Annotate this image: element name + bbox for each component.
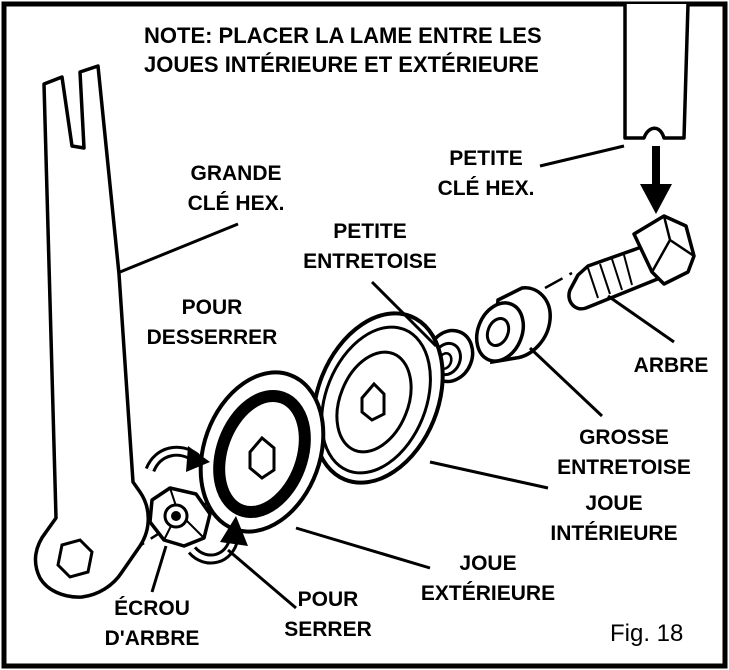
label-grande-cle-2: CLÉ HEX. — [188, 192, 285, 215]
large-wrench-hex-opening — [56, 538, 94, 579]
labels: NOTE: PLACER LA LAME ENTRE LES JOUES INT… — [105, 23, 709, 650]
label-ecrou-2: D'ARBRE — [105, 627, 200, 650]
leader-grande-cle — [119, 222, 239, 274]
note-line-1: NOTE: PLACER LA LAME ENTRE LES — [144, 23, 542, 48]
label-grosse-entretoise-2: ENTRETOISE — [557, 456, 691, 479]
leader-joue-exterieure — [295, 526, 431, 570]
label-pour-serrer-2: SERRER — [284, 618, 372, 641]
label-joue-interieure-1: JOUE — [585, 492, 642, 515]
leader-arbre — [607, 294, 675, 344]
leader-joue-interieure — [429, 460, 549, 490]
leader-ecrou — [150, 545, 168, 593]
tighten-arrow-icon — [187, 516, 248, 565]
label-pour-serrer-1: POUR — [298, 588, 359, 611]
label-grande-cle-1: GRANDE — [190, 162, 281, 185]
large-spacer — [474, 286, 552, 365]
arbor-bolt — [567, 214, 696, 311]
down-arrow — [640, 146, 672, 214]
figure-label: Fig. 18 — [610, 620, 683, 647]
label-petite-cle-2: CLÉ HEX. — [438, 177, 535, 200]
label-joue-interieure-2: INTÉRIEURE — [550, 522, 677, 545]
label-pour-desserrer-2: DESSERRER — [147, 326, 278, 349]
inner-flange — [311, 311, 445, 485]
small-hex-wrench — [623, 3, 690, 140]
leader-grosse-entretoise — [528, 346, 604, 418]
arbor-nut — [148, 486, 212, 548]
label-ecrou-1: ÉCROU — [114, 597, 190, 620]
leader-petite-entretoise — [370, 280, 438, 348]
large-hex-wrench — [33, 64, 150, 599]
leader-pour-serrer — [227, 548, 297, 610]
label-grosse-entretoise-1: GROSSE — [579, 426, 669, 449]
loosen-arrow-icon — [144, 445, 210, 473]
note-line-2: JOUES INTÉRIEURE ET EXTÉRIEURE — [144, 52, 539, 77]
leader-petite-cle — [539, 144, 625, 168]
label-petite-entretoise-1: PETITE — [333, 220, 407, 243]
label-arbre: ARBRE — [634, 354, 709, 377]
label-joue-exterieure-2: EXTÉRIEURE — [421, 582, 555, 605]
label-petite-cle-1: PETITE — [449, 147, 523, 170]
label-pour-desserrer-1: POUR — [182, 296, 243, 319]
label-petite-entretoise-2: ENTRETOISE — [303, 250, 437, 273]
outer-flange — [198, 370, 326, 534]
label-joue-exterieure-1: JOUE — [459, 552, 516, 575]
leader-lines — [119, 144, 675, 610]
